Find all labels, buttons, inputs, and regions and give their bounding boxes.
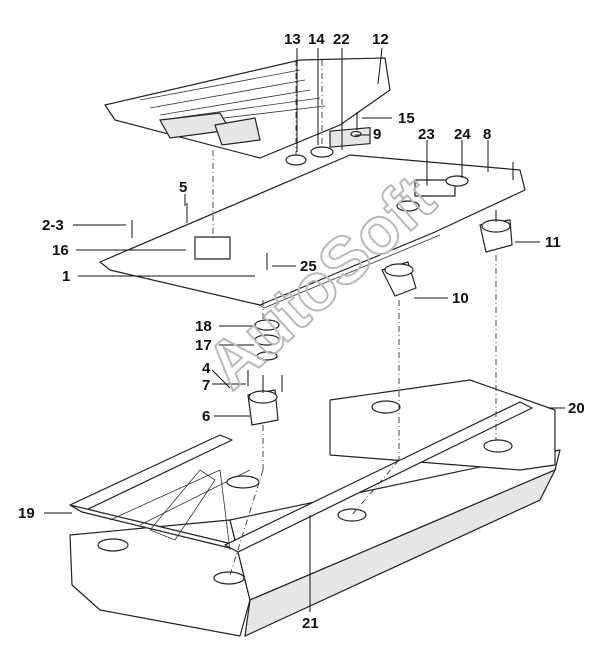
callout-7: 7 xyxy=(202,377,210,394)
callout-1: 1 xyxy=(62,268,70,285)
callout-2-3: 2-3 xyxy=(42,217,64,234)
callout-20: 20 xyxy=(568,400,585,417)
callout-22: 22 xyxy=(333,31,350,48)
callout-5: 5 xyxy=(179,179,187,196)
callout-12: 12 xyxy=(372,31,389,48)
floor-frame-assembly xyxy=(69,379,561,638)
callout-16: 16 xyxy=(52,242,69,259)
callout-21: 21 xyxy=(302,615,319,632)
callout-14: 14 xyxy=(308,31,325,48)
callout-labels: 13 14 22 12 15 9 23 24 8 5 2-3 11 16 25 … xyxy=(18,31,585,632)
mount-assembly-10 xyxy=(381,261,417,297)
callout-11: 11 xyxy=(545,234,561,251)
callout-23: 23 xyxy=(418,126,435,143)
mount-assembly-6 xyxy=(247,375,279,426)
callout-18: 18 xyxy=(195,318,212,335)
isolator-stack xyxy=(247,319,283,392)
callout-15: 15 xyxy=(398,110,415,127)
callout-leaders xyxy=(44,47,565,612)
callout-13: 13 xyxy=(284,31,301,48)
callout-4: 4 xyxy=(202,360,211,377)
callout-17: 17 xyxy=(195,337,212,354)
plate-bushings xyxy=(285,130,469,212)
upper-floor-panel xyxy=(104,57,391,159)
callout-9: 9 xyxy=(373,126,381,143)
callout-10: 10 xyxy=(452,290,469,307)
mount-assembly-11 xyxy=(479,210,513,253)
callout-6: 6 xyxy=(202,408,210,425)
bolts xyxy=(131,112,514,270)
alignment-lines xyxy=(212,60,497,576)
callout-25: 25 xyxy=(300,258,317,275)
callout-19: 19 xyxy=(18,505,35,522)
callout-24: 24 xyxy=(454,126,471,143)
callout-8: 8 xyxy=(483,126,491,143)
